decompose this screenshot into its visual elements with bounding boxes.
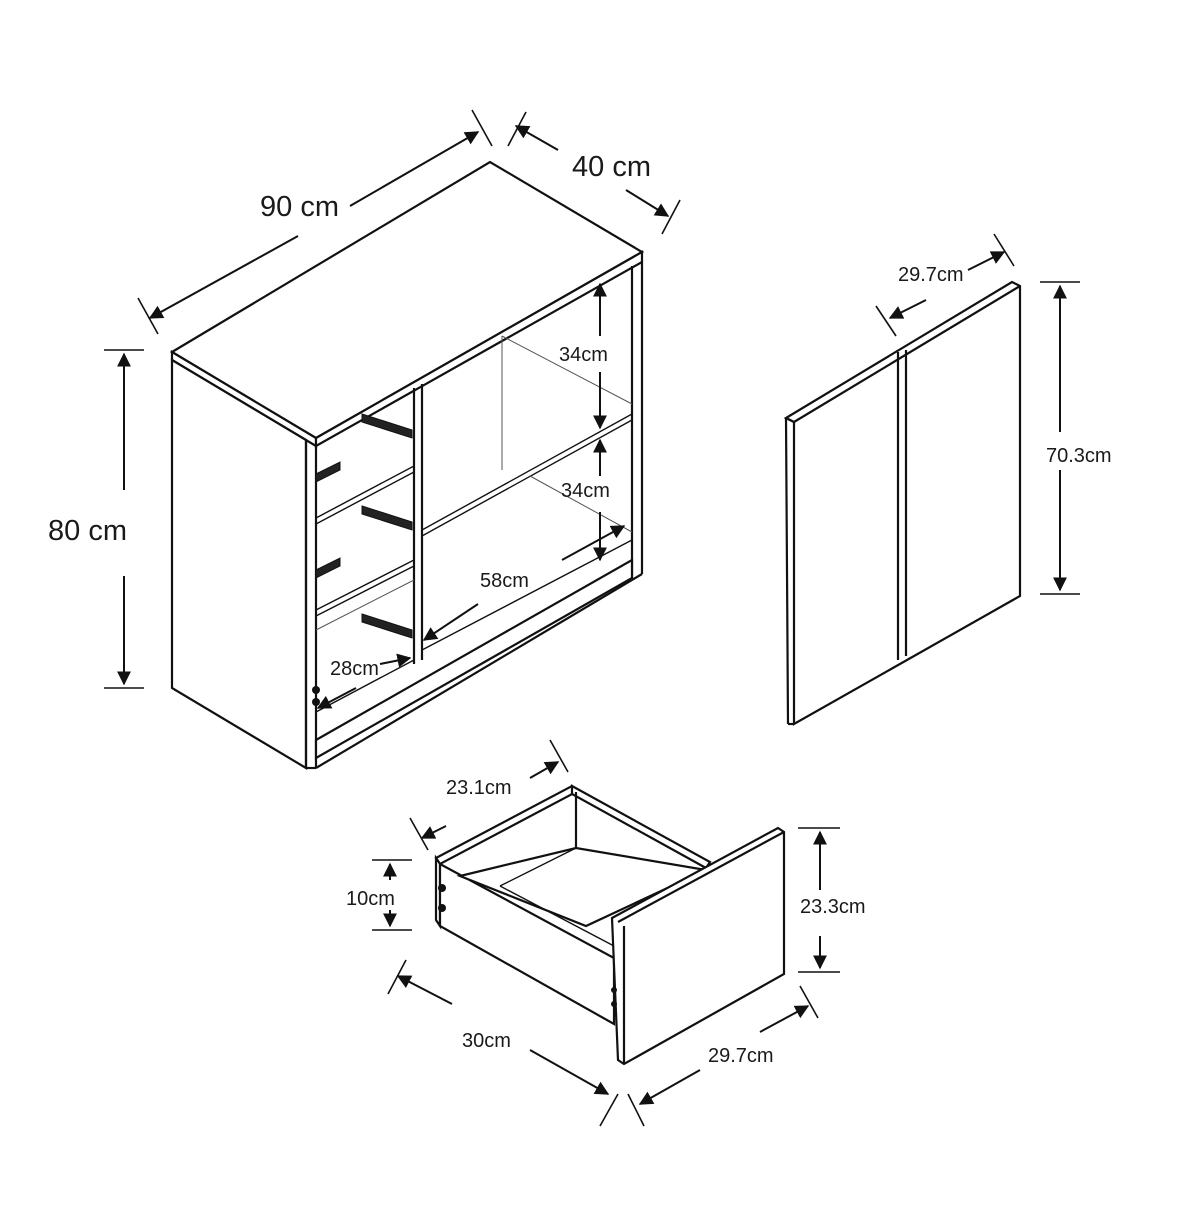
drawer-inner-width-label: 23.1cm xyxy=(446,777,512,799)
door-width-label: 29.7cm xyxy=(898,264,964,286)
cabinet-width-label: 90 cm xyxy=(260,191,339,223)
cabinet-drawing xyxy=(169,160,645,770)
door-panel-labels: 29.7cm 70.3cm xyxy=(898,264,1112,467)
upper-shelf-height-label: 34cm xyxy=(559,344,608,366)
drawer-drawing xyxy=(434,784,786,1066)
cabinet-dimensions xyxy=(104,109,681,709)
drawer-front-height-label: 23.3cm xyxy=(800,896,866,918)
drawer-dimensions xyxy=(372,739,840,1127)
drawer-front-width-label: 29.7cm xyxy=(708,1045,774,1067)
door-panel-drawing xyxy=(783,280,1022,726)
door-height-label: 70.3cm xyxy=(1046,445,1112,467)
drawer-bay-width-label: 28cm xyxy=(330,658,379,680)
cabinet-height-label: 80 cm xyxy=(48,515,127,547)
cabinet-labels: 90 cm 40 cm 80 cm 34cm 34cm 58cm 28cm xyxy=(48,151,651,680)
cabinet-depth-label: 40 cm xyxy=(572,151,651,183)
lower-shelf-height-label: 34cm xyxy=(561,480,610,502)
drawer-depth-label: 30cm xyxy=(462,1030,511,1052)
door-panel-dimensions xyxy=(875,233,1080,595)
inner-width-label: 58cm xyxy=(480,570,529,592)
drawer-side-height-label: 10cm xyxy=(346,888,395,910)
drawer-labels: 23.1cm 10cm 23.3cm 30cm 29.7cm xyxy=(346,777,866,1067)
